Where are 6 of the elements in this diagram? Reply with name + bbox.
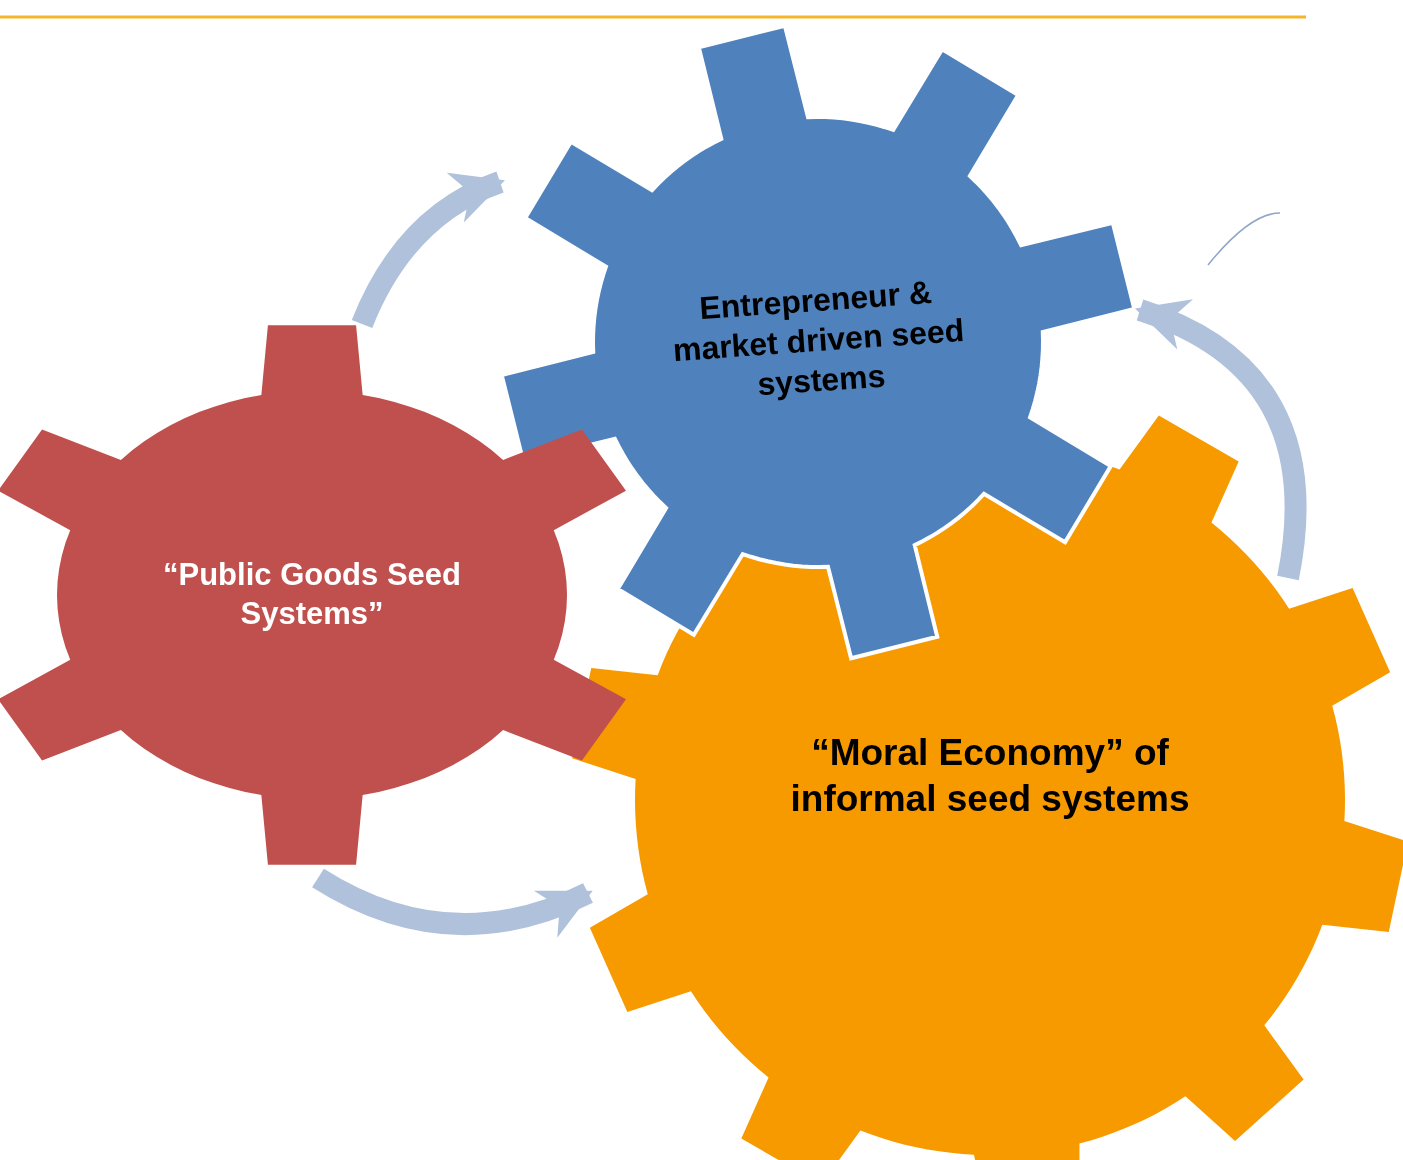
- gear-label: Entrepreneur & market driven seed systems: [670, 273, 966, 405]
- gear-label: “Moral Economy” of informal seed systems: [789, 730, 1191, 821]
- curved-arrow: [312, 868, 593, 937]
- curved-arrow: [1135, 299, 1307, 580]
- curved-arrow: [351, 171, 505, 329]
- gear-label: “Public Goods Seed Systems”: [162, 556, 462, 633]
